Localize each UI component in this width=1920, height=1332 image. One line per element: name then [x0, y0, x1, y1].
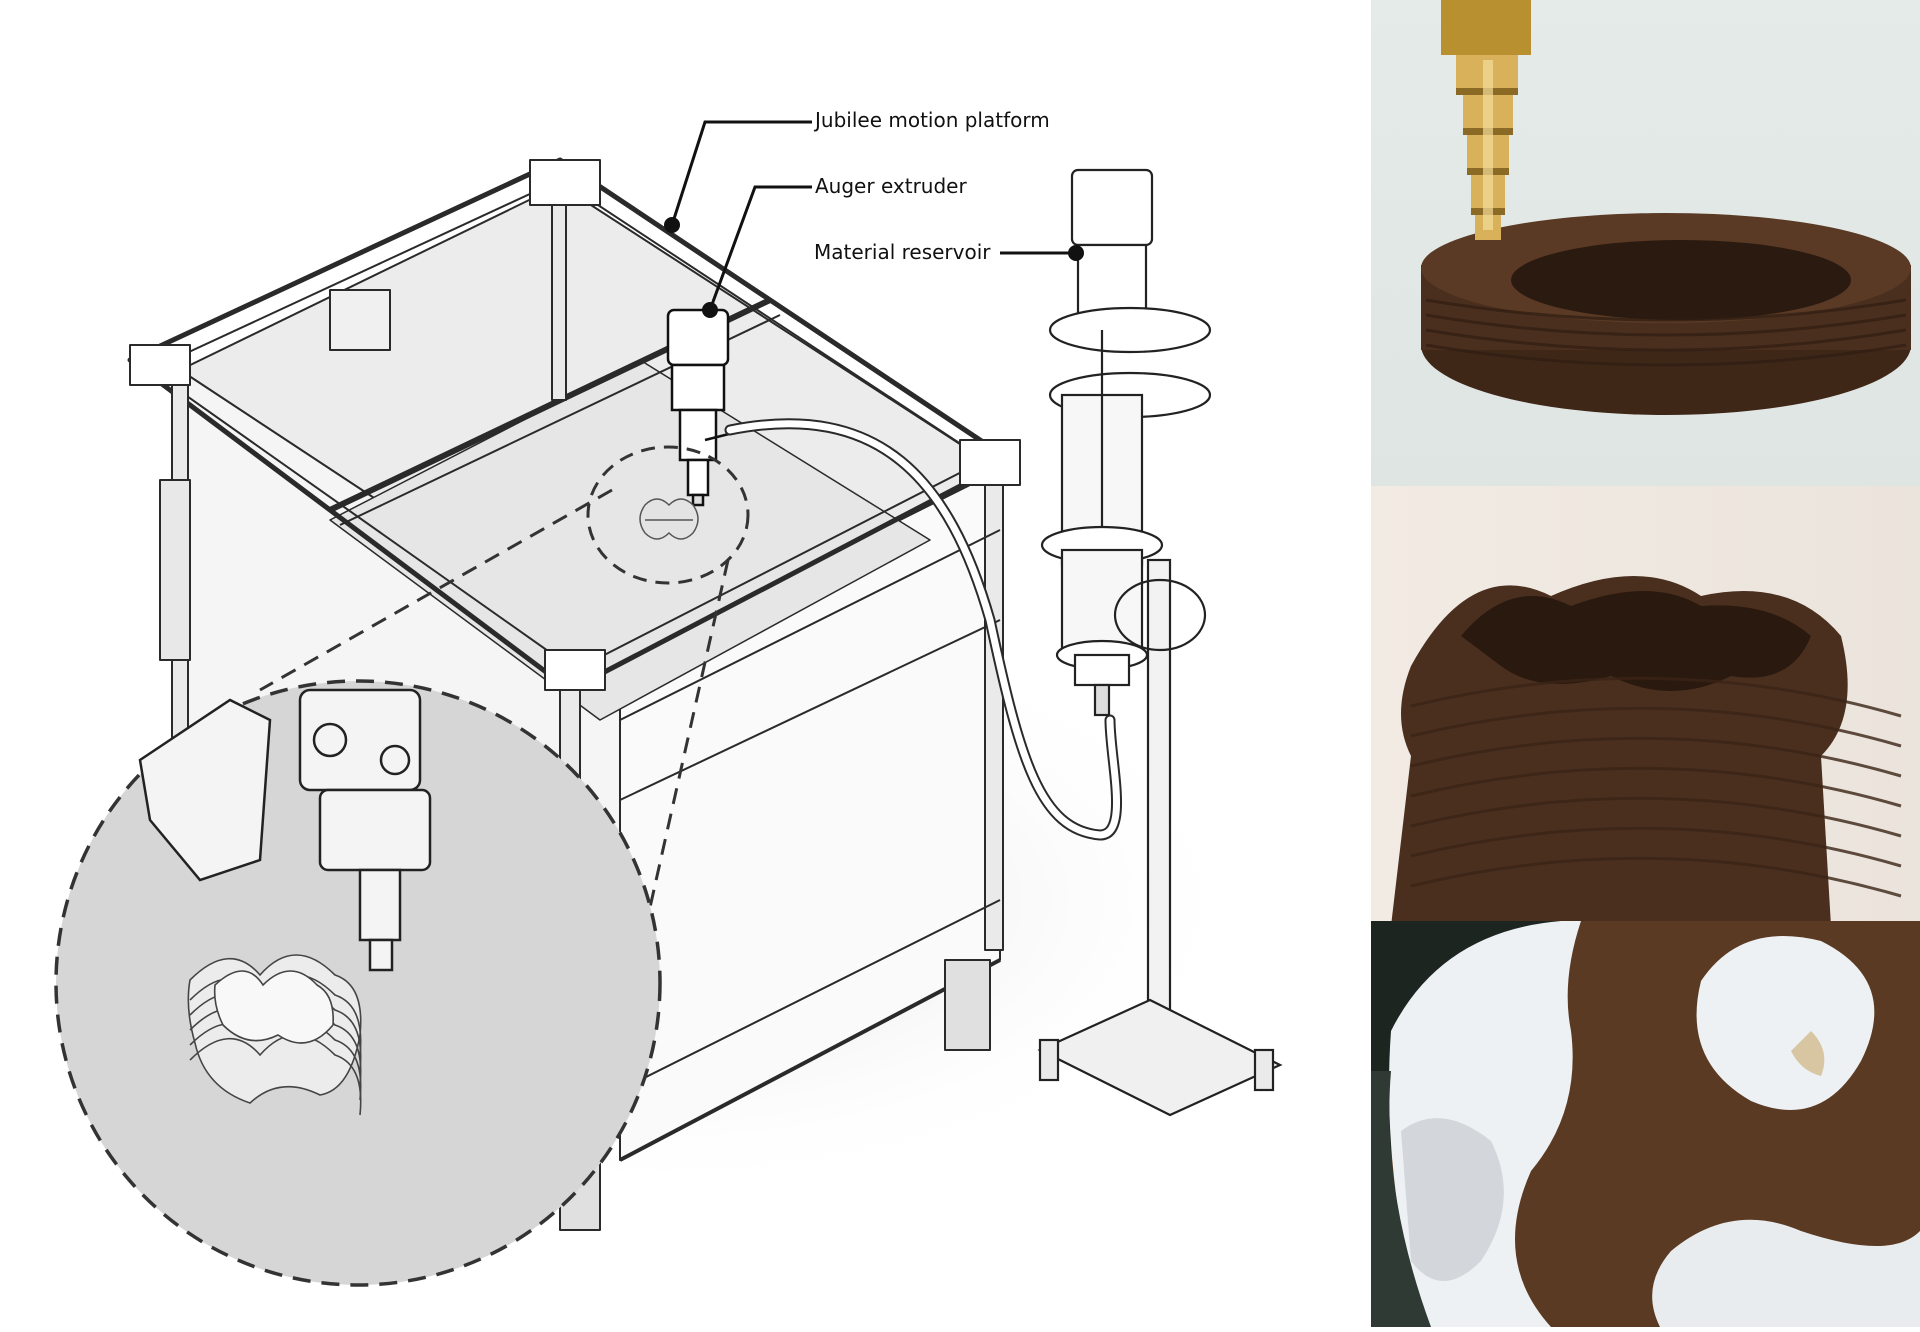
callout-dot-reservoir	[1068, 245, 1084, 261]
printed-part-small	[639, 498, 699, 540]
callout-label-motion-platform: Jubilee motion platform	[815, 108, 1050, 132]
callout-leaders	[670, 120, 1076, 311]
photo-mycelium-section	[1371, 921, 1920, 1327]
material-reservoir	[1037, 168, 1283, 1117]
callout-label-extruder: Auger extruder	[815, 174, 967, 198]
zoom-detail	[54, 679, 662, 1287]
callout-dot-extruder	[702, 302, 718, 318]
focus-circle-small	[586, 445, 750, 585]
printer-illustration	[20, 120, 1283, 1287]
zoom-connector-right	[598, 559, 730, 1131]
brass-nozzle	[1441, 0, 1531, 240]
leader-extruder	[708, 185, 812, 311]
nozzle-print-image	[1371, 0, 1920, 486]
leader-motion-platform	[670, 120, 812, 226]
photo-star-vessel	[1371, 486, 1920, 921]
callout-dot-motion-platform	[664, 217, 680, 233]
callout-label-reservoir: Material reservoir	[814, 240, 991, 264]
photo-nozzle-print	[1371, 0, 1920, 486]
printer-diagram: Jubilee motion platform Auger extruder M…	[20, 108, 1283, 1287]
zoom-connector-left	[259, 488, 613, 692]
star-vessel-image	[1371, 486, 1920, 921]
mycelium-section-image	[1371, 921, 1920, 1327]
